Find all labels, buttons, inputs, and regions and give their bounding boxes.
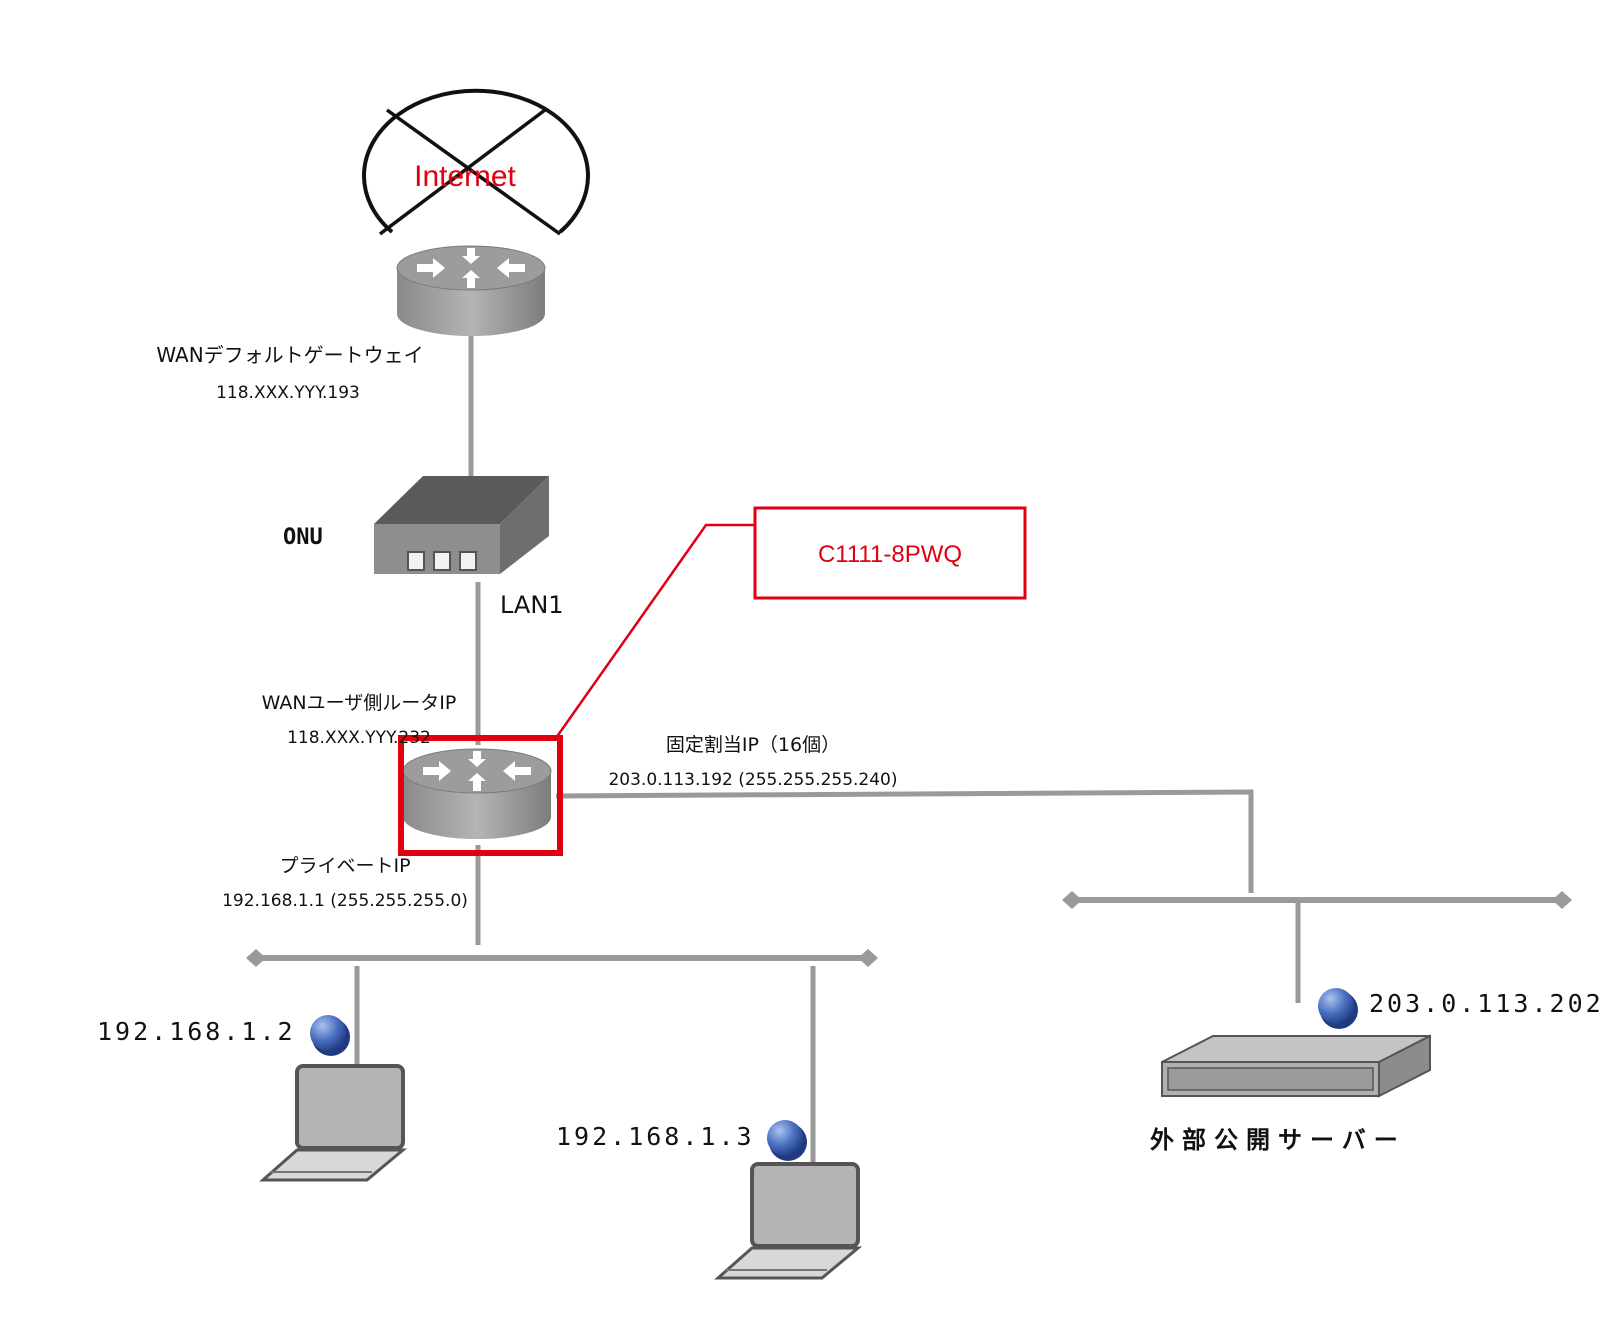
- public-lan-segment: [1062, 891, 1572, 909]
- edge-router-icon: [402, 748, 552, 839]
- onu-icon: [374, 476, 549, 574]
- server-label: 外部公開サーバー: [1150, 1126, 1406, 1154]
- gateway-router-icon: [396, 245, 546, 336]
- host-2-ip: 192.168.1.3: [556, 1122, 755, 1151]
- host-1-ip: 192.168.1.2: [97, 1017, 296, 1046]
- node-marker-host-1: [310, 1015, 350, 1056]
- laptop-icon-host-1: [259, 1064, 408, 1182]
- private-ip-title: プライベートIP: [279, 855, 410, 877]
- wan-gateway-title: WANデフォルトゲートウェイ: [156, 343, 423, 367]
- router-wan-title: WANユーザ側ルータIP: [262, 692, 457, 714]
- router-wan-ip: 118.XXX.YYY.232: [287, 728, 431, 748]
- model-label: C1111-8PWQ: [818, 541, 962, 568]
- internet-label: Internet: [414, 160, 516, 193]
- server-ip: 203.0.113.202: [1369, 989, 1604, 1018]
- fixed-ip-title: 固定割当IP（16個）: [666, 734, 840, 756]
- wan-gateway-ip: 118.XXX.YYY.193: [216, 383, 360, 403]
- fixed-ip-range: 203.0.113.192 (255.255.255.240): [608, 770, 897, 790]
- server-icon: [1161, 1034, 1431, 1098]
- onu-label: ONU: [283, 525, 323, 550]
- node-marker-server: [1318, 988, 1358, 1029]
- laptop-icon-host-2: [714, 1162, 863, 1280]
- connection-lines: [354, 336, 1301, 1162]
- router-highlight-frame: [398, 735, 563, 856]
- private-ip-value: 192.168.1.1 (255.255.255.0): [222, 891, 468, 911]
- private-lan-segment: [246, 949, 878, 967]
- model-callout: C1111-8PWQ: [554, 506, 1027, 739]
- internet-cloud: Internet: [362, 88, 590, 236]
- node-marker-host-2: [767, 1120, 807, 1161]
- link-router-public: [555, 789, 1254, 893]
- onu-port-label: LAN1: [500, 591, 564, 619]
